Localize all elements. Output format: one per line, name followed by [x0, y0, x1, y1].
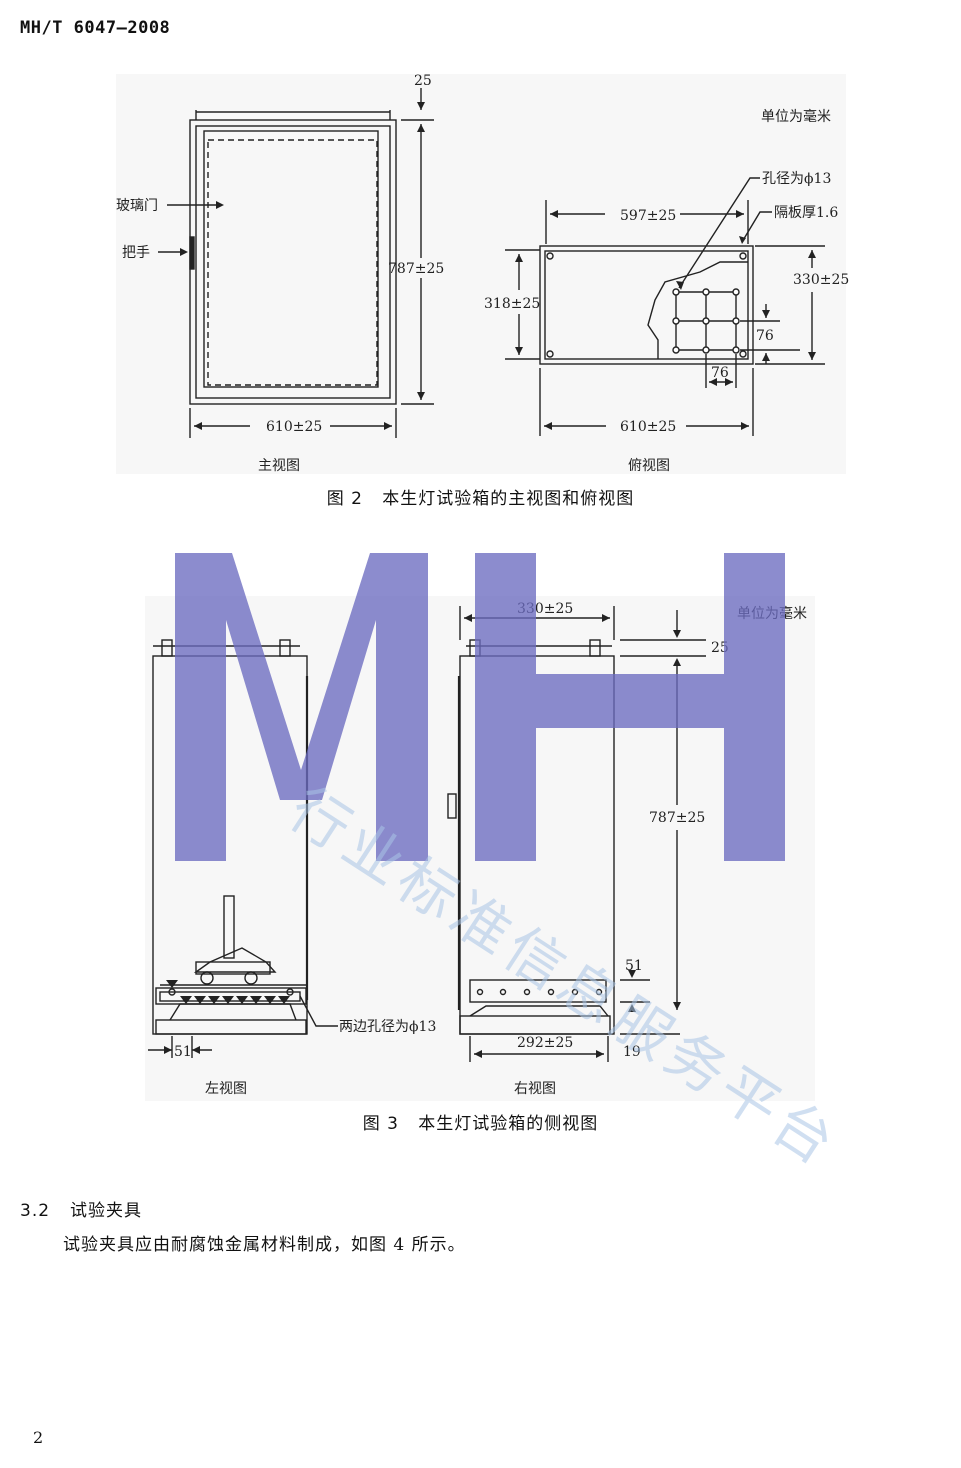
both-sides-hole-label: 两边孔径为ϕ13 — [339, 1019, 436, 1035]
figure-2-caption: 图 2 本生灯试验箱的主视图和俯视图 — [0, 484, 961, 509]
figure-2-drawing: 25 787±25 610±25 玻璃门 把手 主视图 单位为毫米 孔径为ϕ13… — [116, 73, 849, 474]
figure-2-title: 本生灯试验箱的主视图和俯视图 — [382, 489, 635, 509]
front-view-label: 主视图 — [258, 458, 300, 474]
top-dim-597: 597±25 — [620, 208, 676, 224]
fig2-unit-note: 单位为毫米 — [761, 108, 831, 125]
front-dim-top: 25 — [414, 73, 432, 89]
page-number: 2 — [33, 1428, 44, 1447]
section-title: 试验夹具 — [70, 1201, 143, 1221]
body-paragraph: 试验夹具应由耐腐蚀金属材料制成，如图 4 所示。 — [63, 1235, 466, 1255]
standard-number: MH/T 6047—2008 — [20, 18, 171, 38]
top-dim-76-vertical: 76 — [756, 328, 774, 344]
handle-label: 把手 — [122, 245, 150, 261]
section-heading: 3.2 试验夹具 — [20, 1196, 142, 1221]
right-dim-292: 292±25 — [517, 1035, 573, 1051]
figure-3-caption: 图 3 本生灯试验箱的侧视图 — [0, 1109, 961, 1134]
right-dim-51: 51 — [625, 958, 643, 974]
figure-2-number: 图 2 — [326, 489, 363, 509]
top-dim-width: 610±25 — [620, 419, 676, 435]
section-number: 3.2 — [20, 1201, 51, 1221]
partition-thickness-label: 隔板厚1.6 — [774, 205, 838, 221]
front-dim-height: 787±25 — [388, 261, 444, 277]
figure-3-number: 图 3 — [362, 1114, 399, 1134]
glass-door-label: 玻璃门 — [116, 197, 158, 214]
front-dim-width: 610±25 — [266, 419, 322, 435]
figure-3-title: 本生灯试验箱的侧视图 — [418, 1114, 599, 1134]
top-view-label: 俯视图 — [628, 458, 670, 474]
right-view-label: 右视图 — [514, 1081, 556, 1097]
right-dim-787: 787±25 — [649, 810, 705, 826]
left-view-label: 左视图 — [205, 1081, 247, 1097]
left-dim-51: 51 — [174, 1044, 192, 1060]
top-dim-76-horizontal: 76 — [711, 365, 729, 381]
watermark: 行业标准信息服务平台 — [175, 553, 851, 1180]
hole-diameter-label: 孔径为ϕ13 — [762, 171, 831, 187]
top-dim-318: 318±25 — [484, 296, 540, 312]
top-dim-330: 330±25 — [793, 272, 849, 288]
right-dim-19: 19 — [623, 1044, 641, 1060]
watermark-logo — [175, 553, 785, 861]
